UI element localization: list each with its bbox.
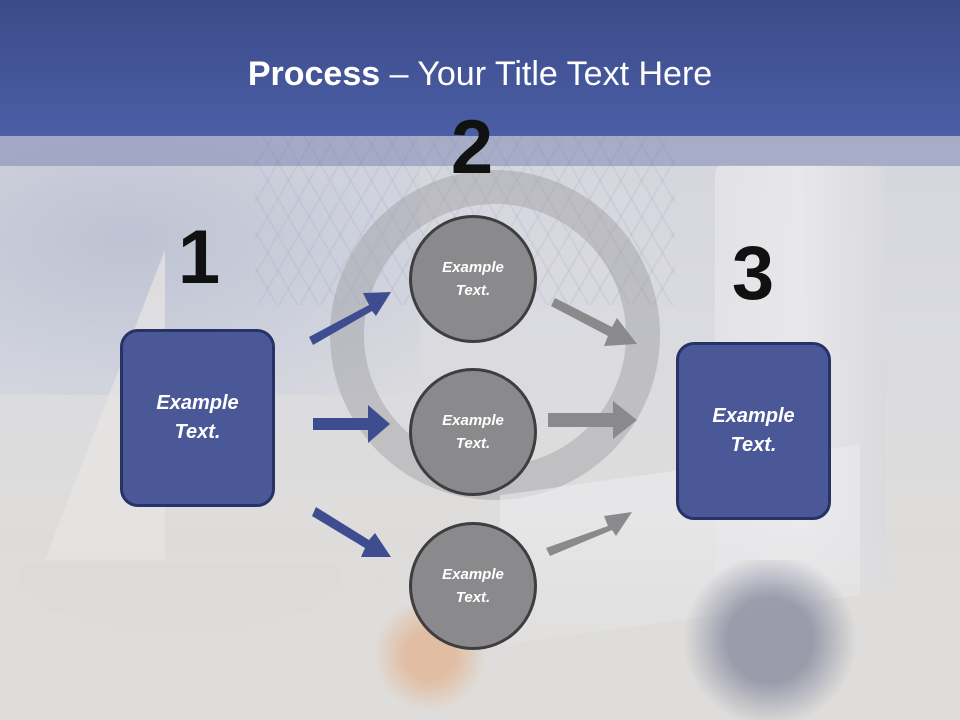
process-circle-2: Example Text. [409,368,537,496]
right-process-box: Example Text. [676,342,831,520]
process-circle-1-text: Example Text. [442,259,504,299]
left-process-box-text: Example Text. [156,392,239,443]
process-circle-2-text: Example Text. [442,412,504,452]
process-circle-3-text: Example Text. [442,566,504,606]
title-band-shadow [0,136,960,166]
arrow-to-circle-1 [309,292,391,345]
slide-title-bold: Process [247,55,381,93]
right-process-box-text: Example Text. [712,405,795,456]
slide-title-rest: – Your Title Text Here [380,55,713,93]
left-process-box: Example Text. [120,329,275,507]
step-number-3: 3 [731,231,775,316]
arrow-from-circle-2 [548,401,637,439]
arrow-from-circle-1 [551,298,637,346]
arrow-to-circle-3 [312,507,391,557]
background-dark-starfish [680,560,860,720]
arrow-from-circle-3 [546,512,632,556]
step-number-1: 1 [177,215,221,300]
arrow-to-circle-2 [313,405,390,443]
step-number-2: 2 [450,105,494,190]
process-circle-1: Example Text. [409,215,537,343]
process-circle-3: Example Text. [409,522,537,650]
slide-title: Process – Your Title Text Here [0,52,960,96]
title-band [0,0,960,136]
